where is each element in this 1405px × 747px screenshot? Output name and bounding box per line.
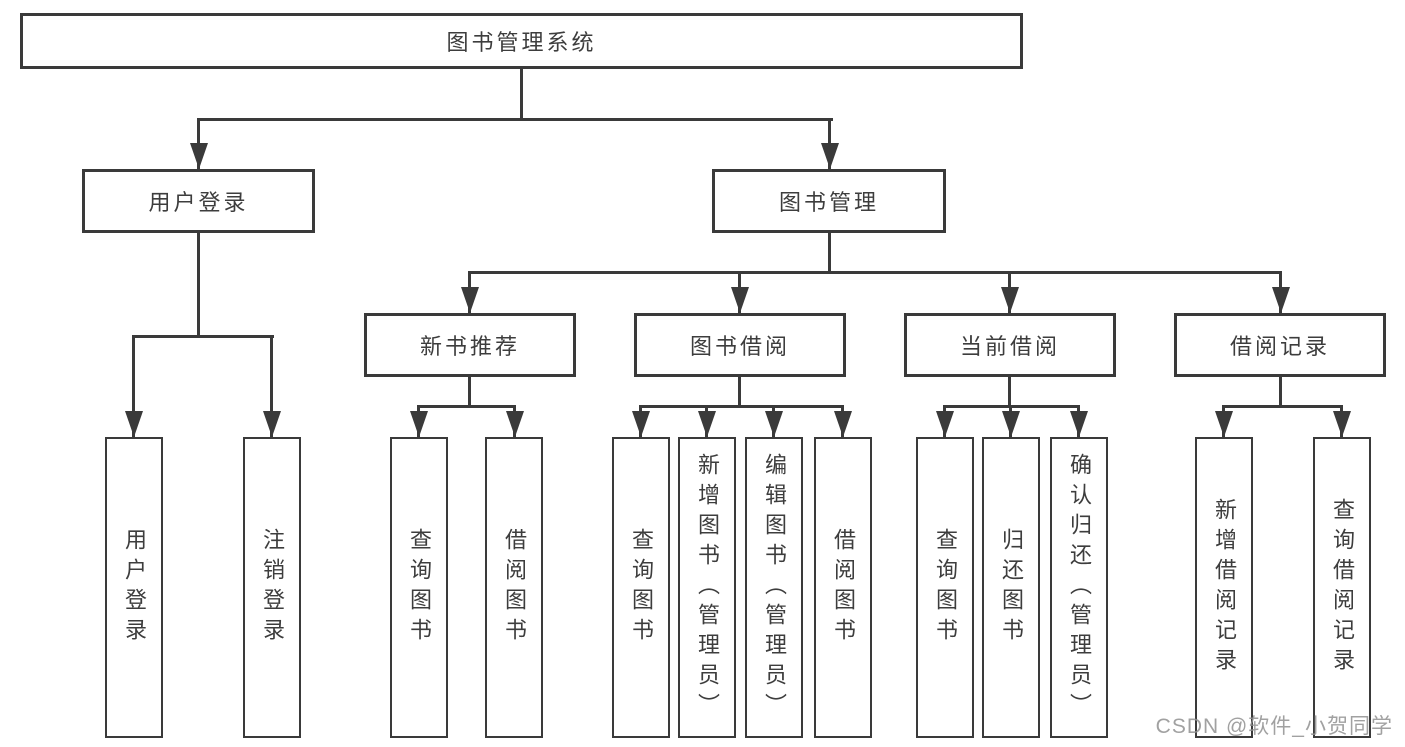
leaf-return-book: 归还图书 (982, 437, 1040, 738)
node-label: 新书推荐 (419, 334, 520, 359)
connector-line (520, 69, 523, 120)
connector-line (738, 377, 741, 408)
node-label: 当前借阅 (959, 334, 1060, 359)
connector-line (270, 335, 273, 437)
arrow-down-icon (821, 143, 839, 169)
node-label: 图书管理 (778, 190, 879, 215)
node-label: 查询借阅记录 (1330, 497, 1355, 678)
arrow-down-icon (1001, 287, 1019, 313)
node-label: 用户登录 (122, 527, 147, 648)
node-library-management-system: 图书管理系统 (20, 13, 1023, 69)
leaf-user-login: 用户登录 (105, 437, 163, 738)
node-borrowing-records: 借阅记录 (1174, 313, 1386, 377)
leaf-logout: 注销登录 (243, 437, 301, 738)
arrow-down-icon (698, 411, 716, 437)
leaf-query-borrow-record: 查询借阅记录 (1313, 437, 1371, 738)
leaf-query-books-current: 查询图书 (916, 437, 974, 738)
leaf-add-book-admin: 新增图书（管理员） (678, 437, 736, 738)
leaf-query-books-recommend: 查询图书 (390, 437, 448, 738)
arrow-down-icon (731, 287, 749, 313)
arrow-down-icon (190, 143, 208, 169)
arrow-down-icon (1070, 411, 1088, 437)
connector-line (417, 405, 516, 408)
node-label: 借阅图书 (502, 527, 527, 648)
leaf-query-books-borrowing: 查询图书 (612, 437, 670, 738)
node-label: 图书借阅 (689, 334, 790, 359)
arrow-down-icon (1002, 411, 1020, 437)
arrow-down-icon (1272, 287, 1290, 313)
arrow-down-icon (263, 411, 281, 437)
node-label: 新增图书（管理员） (695, 452, 720, 723)
leaf-edit-book-admin: 编辑图书（管理员） (745, 437, 803, 738)
connector-line (468, 377, 471, 408)
node-label: 编辑图书（管理员） (762, 452, 787, 723)
leaf-borrow-books-borrowing: 借阅图书 (814, 437, 872, 738)
arrow-down-icon (765, 411, 783, 437)
node-label: 归还图书 (999, 527, 1024, 648)
connector-line (132, 335, 274, 338)
arrow-down-icon (834, 411, 852, 437)
leaf-borrow-books-recommend: 借阅图书 (485, 437, 543, 738)
arrow-down-icon (125, 411, 143, 437)
node-label: 用户登录 (148, 190, 249, 215)
connector-line (828, 233, 831, 274)
arrow-down-icon (1215, 411, 1233, 437)
connector-line (1222, 405, 1343, 408)
node-new-book-recommendation: 新书推荐 (364, 313, 576, 377)
watermark: CSDN @软件_小贺同学 (1155, 715, 1393, 738)
arrow-down-icon (410, 411, 428, 437)
node-user-login: 用户登录 (82, 169, 315, 233)
node-label: 新增借阅记录 (1212, 497, 1237, 678)
connector-line (639, 405, 844, 408)
node-label: 借阅记录 (1229, 334, 1330, 359)
node-current-borrowing: 当前借阅 (904, 313, 1116, 377)
node-label: 图书管理系统 (446, 30, 597, 55)
connector-line (1008, 377, 1011, 408)
arrow-down-icon (1333, 411, 1351, 437)
node-book-borrowing: 图书借阅 (634, 313, 846, 377)
arrow-down-icon (506, 411, 524, 437)
connector-line (1279, 377, 1282, 408)
connector-line (197, 233, 200, 338)
connector-line (197, 118, 833, 121)
node-label: 注销登录 (260, 527, 285, 648)
leaf-add-borrow-record: 新增借阅记录 (1195, 437, 1253, 738)
connector-line (468, 271, 1282, 274)
arrow-down-icon (632, 411, 650, 437)
arrow-down-icon (461, 287, 479, 313)
node-book-management: 图书管理 (712, 169, 946, 233)
node-label: 借阅图书 (831, 527, 856, 648)
node-label: 确认归还（管理员） (1067, 452, 1092, 723)
node-label: 查询图书 (629, 527, 654, 648)
leaf-confirm-return-admin: 确认归还（管理员） (1050, 437, 1108, 738)
arrow-down-icon (936, 411, 954, 437)
node-label: 查询图书 (407, 527, 432, 648)
connector-line (132, 335, 135, 437)
node-label: 查询图书 (933, 527, 958, 648)
